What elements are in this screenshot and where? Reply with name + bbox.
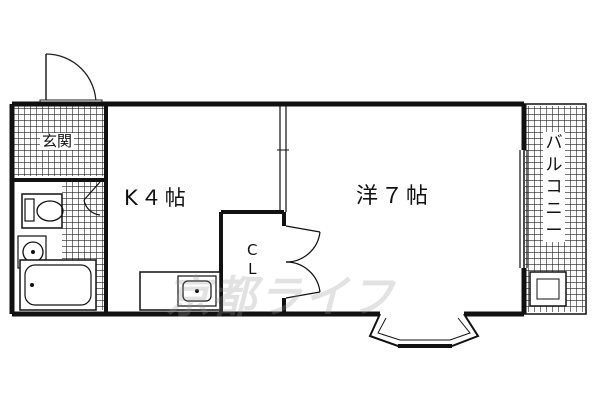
bay-window bbox=[368, 313, 480, 348]
kitchen-label: K４帖 bbox=[124, 186, 189, 210]
partition-door bbox=[277, 106, 289, 212]
closet-label: C L bbox=[247, 241, 257, 279]
kitchen-counter bbox=[139, 271, 221, 311]
closet-door bbox=[285, 225, 321, 299]
toilet bbox=[21, 193, 64, 229]
closet-label-line1: C bbox=[247, 241, 258, 259]
balcony-rail bbox=[523, 103, 587, 315]
genkan-label: 玄関 bbox=[40, 132, 75, 150]
entrance-door bbox=[39, 53, 103, 107]
interior-walls bbox=[14, 104, 286, 312]
balcony-label: バルコニー bbox=[543, 132, 565, 242]
bathroom-door bbox=[83, 181, 101, 216]
watermark: 京都ライフ bbox=[166, 272, 396, 323]
closet-label-line2: L bbox=[248, 260, 257, 278]
balcony-window bbox=[519, 150, 528, 268]
bathtub bbox=[19, 259, 97, 311]
western-room-label: 洋７帖 bbox=[356, 184, 432, 209]
aircon-unit bbox=[529, 271, 567, 307]
